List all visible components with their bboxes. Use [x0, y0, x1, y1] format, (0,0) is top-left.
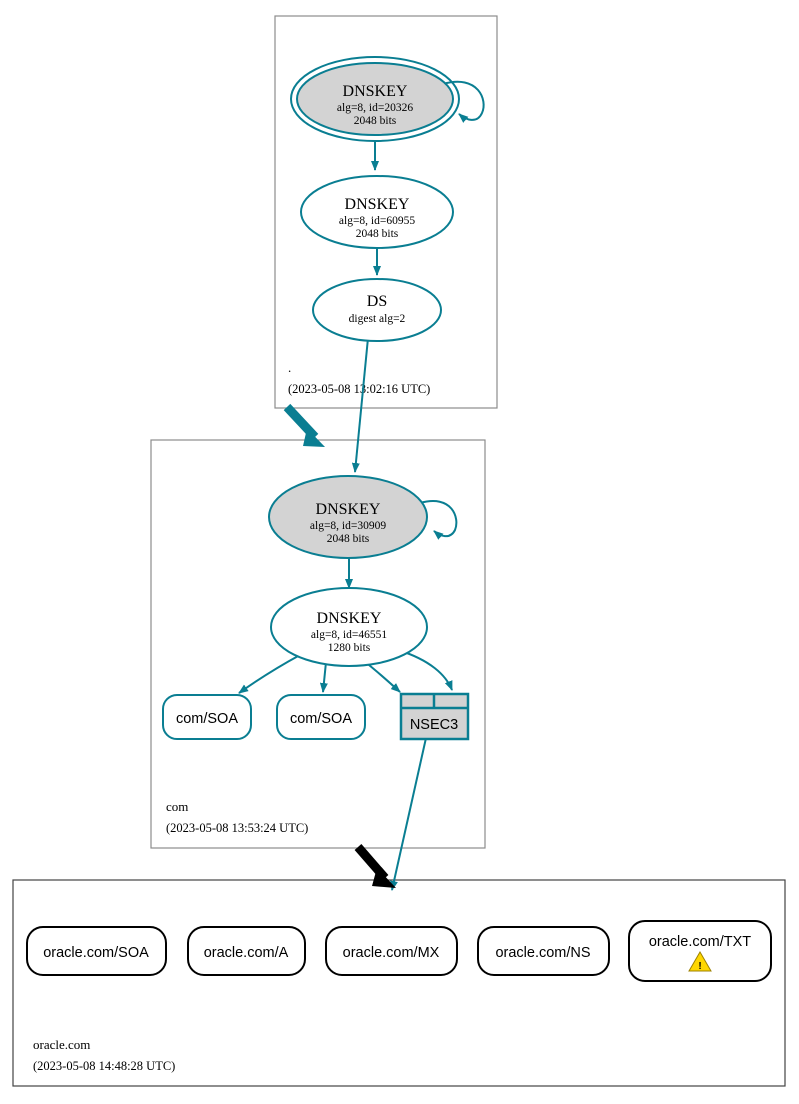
zone-label-oracle: oracle.com: [33, 1037, 90, 1052]
node-title: DNSKEY: [343, 83, 408, 100]
node-com-soa-2[interactable]: com/SOA: [276, 694, 366, 740]
node-title: oracle.com/NS: [495, 945, 590, 961]
node-com-zsk-dnskey[interactable]: DNSKEY alg=8, id=46551 1280 bits: [270, 587, 428, 667]
edge-com-ksk-self-sign: [419, 500, 458, 540]
node-oracle-ns[interactable]: oracle.com/NS: [477, 926, 610, 976]
node-com-soa-1[interactable]: com/SOA: [162, 694, 252, 740]
edge-root-ksk-self-sign: [442, 80, 485, 123]
node-root-ds[interactable]: DS digest alg=2: [312, 278, 442, 342]
edge-com-nsec3-to-oracle: [390, 737, 427, 891]
node-keysize: 2048 bits: [354, 115, 397, 127]
node-oracle-mx[interactable]: oracle.com/MX: [325, 926, 458, 976]
warning-icon: !: [688, 951, 712, 972]
zone-label-root: .: [288, 360, 291, 375]
node-oracle-txt[interactable]: oracle.com/TXT !: [628, 920, 772, 982]
node-oracle-a[interactable]: oracle.com/A: [187, 926, 306, 976]
node-com-ksk-dnskey[interactable]: DNSKEY alg=8, id=30909 2048 bits: [268, 475, 428, 559]
zone-timestamp-oracle: (2023-05-08 14:48:28 UTC): [33, 1059, 175, 1073]
node-title: oracle.com/A: [204, 945, 289, 961]
node-title: NSEC3: [410, 717, 458, 733]
node-title: com/SOA: [290, 711, 352, 727]
node-title: DNSKEY: [317, 610, 382, 627]
node-com-nsec3[interactable]: NSEC3: [399, 692, 470, 741]
node-title: DNSKEY: [316, 501, 381, 518]
node-title: DS: [367, 293, 387, 310]
node-keysize: 2048 bits: [356, 228, 399, 240]
zone-timestamp-root: (2023-05-08 13:02:16 UTC): [288, 382, 430, 396]
node-title: oracle.com/TXT: [649, 934, 751, 950]
zone-timestamp-com: (2023-05-08 13:53:24 UTC): [166, 821, 308, 835]
edge-root-to-com-delegation: [283, 403, 325, 447]
node-params: alg=8, id=60955: [339, 215, 415, 227]
node-title: com/SOA: [176, 711, 238, 727]
zone-label-com: com: [166, 799, 188, 814]
node-oracle-soa[interactable]: oracle.com/SOA: [26, 926, 167, 976]
node-title: oracle.com/SOA: [43, 945, 149, 961]
node-title: oracle.com/MX: [343, 945, 440, 961]
node-params: alg=8, id=30909: [310, 520, 386, 532]
node-params: alg=8, id=20326: [337, 102, 413, 114]
node-title: DNSKEY: [345, 196, 410, 213]
node-root-ksk-dnskey[interactable]: DNSKEY alg=8, id=20326 2048 bits: [290, 56, 460, 142]
edge-com-zsk-signs-soa-2: [319, 661, 328, 693]
node-params: alg=8, id=46551: [311, 629, 387, 641]
edge-com-zsk-signs-soa-1: [238, 654, 301, 694]
node-params: digest alg=2: [349, 313, 406, 325]
node-root-zsk-dnskey[interactable]: DNSKEY alg=8, id=60955 2048 bits: [300, 175, 454, 249]
warning-glyph: !: [698, 961, 701, 972]
edge-com-to-oracle-delegation: [354, 844, 396, 888]
zone-box-oracle: oracle.com (2023-05-08 14:48:28 UTC): [12, 879, 786, 1087]
edge-root-ds-to-com-ksk: [351, 337, 369, 473]
node-keysize: 1280 bits: [328, 642, 371, 654]
node-keysize: 2048 bits: [327, 533, 370, 545]
